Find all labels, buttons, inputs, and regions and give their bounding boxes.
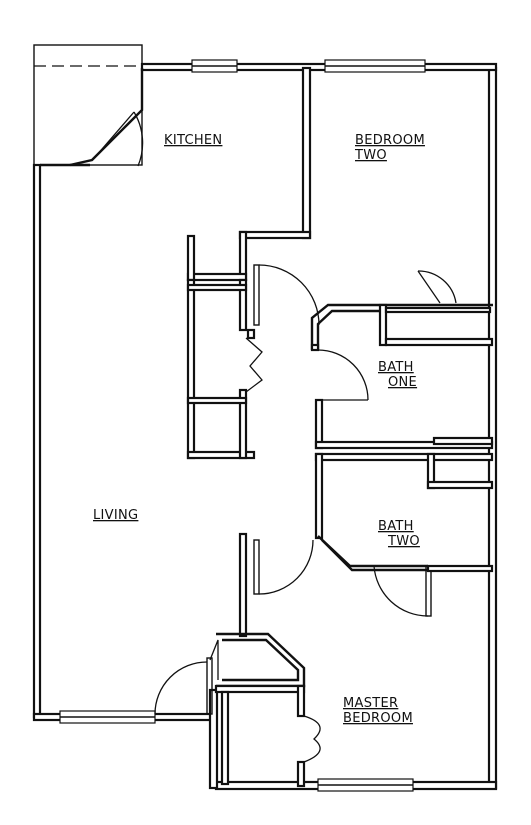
label-bedroom-two-line2: TWO (354, 148, 387, 163)
label-bath-two-line2: TWO (387, 534, 420, 549)
wall-closet-shelf (384, 306, 492, 314)
wall-kitchen-step (238, 230, 312, 240)
closet-bifold-door (245, 337, 263, 393)
wall-hall-lower (238, 532, 248, 638)
label-bath-one-line1: BATH (378, 360, 414, 375)
bath-two-bottom-wall (426, 564, 494, 573)
kitchen-walls (69, 66, 312, 282)
central-closets (186, 278, 263, 460)
patio-outline (33, 44, 143, 166)
bath-two (314, 452, 494, 617)
hall-doors (253, 264, 320, 326)
bedroom-two-walls (310, 270, 494, 350)
closet-shelf-top (186, 283, 248, 292)
bath-one-left-wall (314, 398, 324, 450)
entry-door-swing (154, 661, 208, 715)
bath-two-door-swing (373, 565, 429, 617)
bath-two-tub-bottom (426, 480, 494, 490)
closet-door-swing (417, 270, 457, 304)
master-wall-jamb-bottom (296, 760, 306, 788)
windows (59, 59, 426, 792)
door-leaf-hall (253, 264, 260, 326)
bath-two-top-wall (314, 452, 494, 462)
wall-bath-one-top (384, 337, 494, 347)
kitchen-patio-door (95, 111, 144, 167)
closet-right-wall-top (238, 278, 248, 332)
wall-left (32, 163, 42, 719)
bath-two-angled-wall-inner (321, 539, 428, 572)
label-master-line2: BEDROOM (343, 711, 413, 726)
master-bedroom-walls (154, 632, 321, 788)
label-master-line1: MASTER (343, 696, 398, 711)
master-closet-inner (222, 638, 300, 682)
label-living: LIVING (93, 508, 138, 523)
wall-closet-top (186, 272, 248, 282)
patio (33, 44, 143, 167)
closet-door-leaf (417, 270, 441, 304)
bath-two-left-wall (314, 452, 324, 540)
master-closet-bottom (214, 684, 306, 694)
bath-one-door-swing (317, 349, 369, 401)
entry-door-leaf (206, 657, 213, 715)
kitchen-angled-wall (69, 68, 144, 167)
master-inner-left (220, 690, 230, 786)
wall-bedroom-two-bottom-inner (316, 309, 380, 350)
master-wall-jamb-top (296, 684, 306, 718)
label-bath-two-line1: BATH (378, 519, 414, 534)
living-door-group (238, 532, 314, 638)
patio-door-swing (133, 111, 144, 167)
door-swing-lower (258, 539, 314, 595)
wall-kitchen-stub (186, 234, 196, 282)
closet-right-wall-bottom (238, 388, 248, 460)
master-closet-bifold (303, 715, 321, 763)
master-closet-outer (216, 632, 306, 688)
door-swing-hall (258, 264, 320, 326)
patio-door-leaf (95, 111, 135, 157)
label-bedroom-two-line1: BEDROOM (355, 133, 425, 148)
wall-kitchen-step-down (238, 230, 248, 282)
wall-bedroom-two-bottom (310, 303, 493, 350)
closet-jamb (246, 328, 256, 340)
entry-door-jamb (209, 639, 219, 680)
wall-kitchen-bedroom (301, 66, 312, 240)
bath-two-door-leaf (425, 565, 432, 617)
room-labels: KITCHEN BEDROOM TWO BATH ONE LIVING BATH… (93, 133, 425, 726)
bath-one (310, 343, 494, 450)
closet-bottom-wall (186, 450, 256, 460)
wall-closet-bedroom-two (378, 303, 388, 347)
label-kitchen: KITCHEN (164, 133, 222, 148)
bath-one-tub-top (432, 436, 494, 446)
closet-divider (186, 396, 248, 405)
door-leaf-lower (253, 539, 260, 595)
wall-right (487, 66, 498, 790)
label-bath-one-line2: ONE (388, 375, 417, 390)
bath-one-jamb (310, 343, 320, 352)
closet-left-wall (186, 278, 196, 460)
wall-master-left (208, 688, 219, 790)
